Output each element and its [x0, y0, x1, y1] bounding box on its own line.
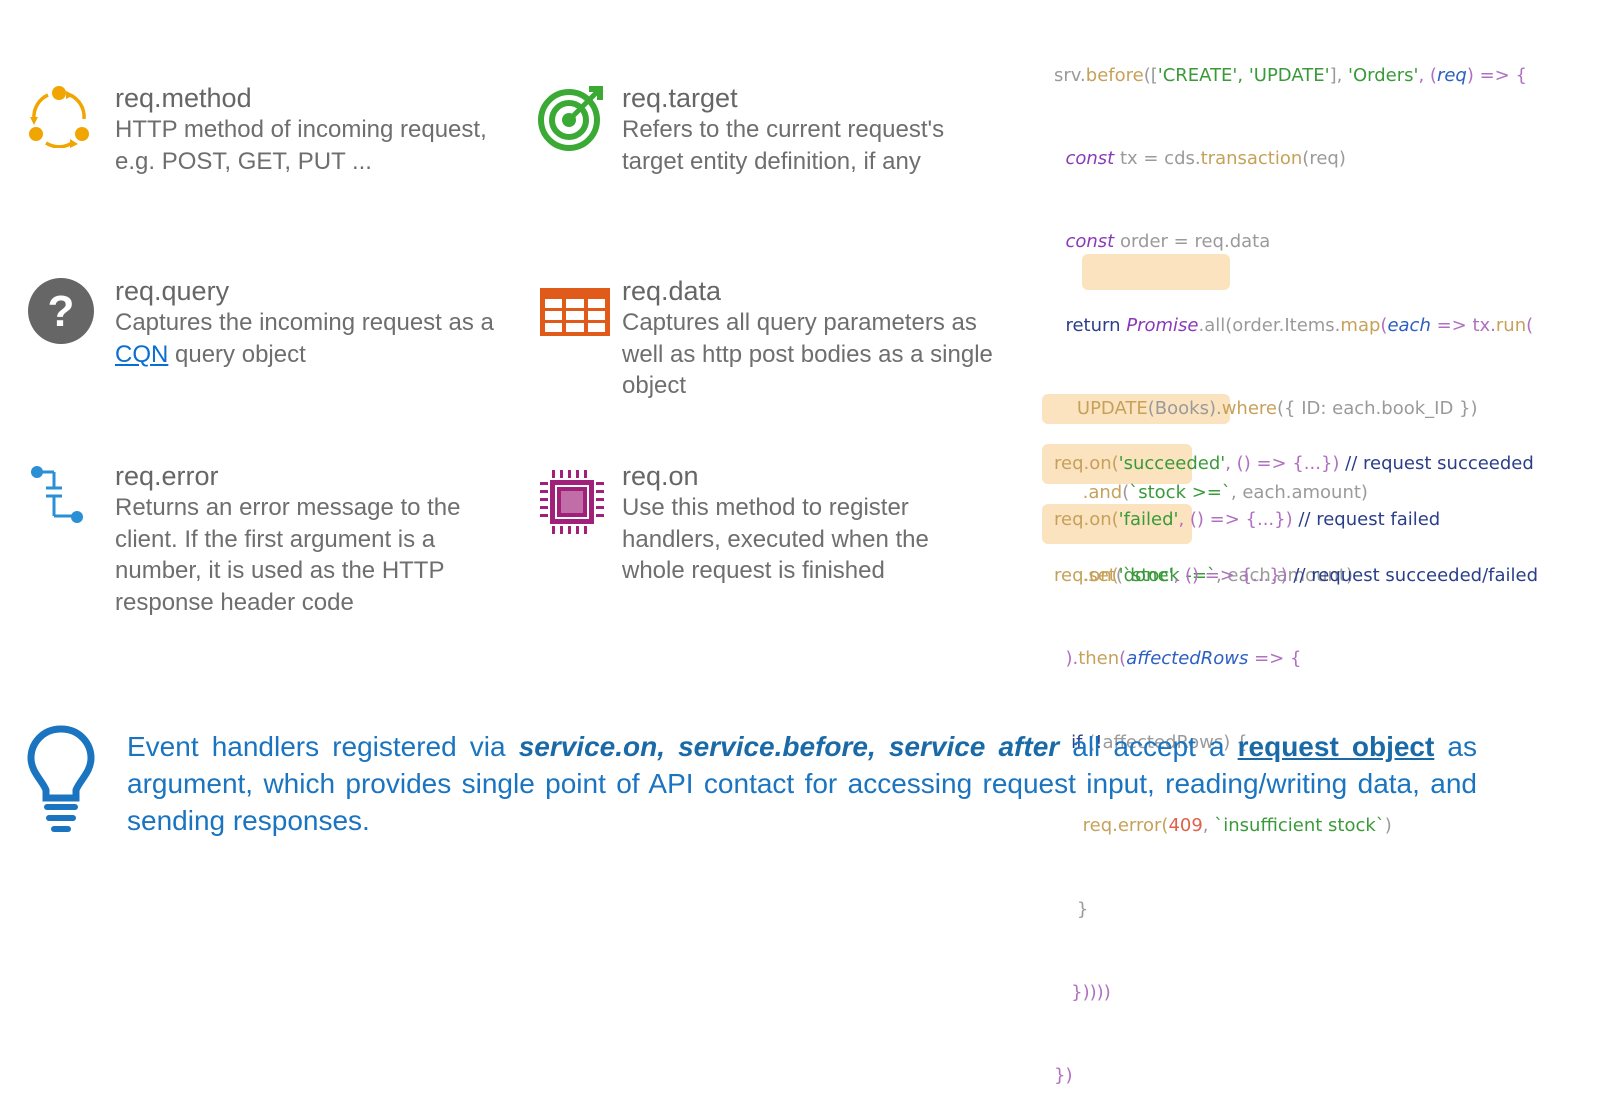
highlight-req-on-succeeded — [1042, 394, 1230, 424]
item-req-method: req.method HTTP method of incoming reque… — [115, 82, 515, 177]
item-req-data: req.data Captures all query parameters a… — [622, 275, 1017, 402]
cycle-arrows-icon — [28, 86, 90, 153]
code-line: if (!affectedRows) { — [1071, 731, 1248, 753]
item-desc: Captures the incoming request as a CQN q… — [115, 307, 515, 370]
code-line: ).then(affectedRows => { — [1065, 648, 1302, 670]
step-connector-icon — [30, 464, 86, 531]
code-line: return Promise.all(order.Items.map(each … — [1065, 314, 1534, 336]
note-emphasis: service.on, service.before, service afte… — [518, 731, 1060, 762]
summary-note: Event handlers registered via service.on… — [127, 728, 1477, 839]
lightbulb-icon — [26, 724, 96, 839]
code-req-on-succeeded: req.on('succeeded', () => {...}) // requ… — [1054, 394, 1594, 505]
question-icon: ? — [28, 278, 94, 349]
highlight-req-on-done — [1042, 504, 1192, 544]
code-line: req.error(409, `insufficient stock`) — [1082, 815, 1392, 837]
item-title: req.query — [115, 276, 230, 306]
item-req-error: req.error Returns an error message to th… — [115, 460, 510, 618]
highlight-req-on-failed — [1042, 444, 1192, 484]
code-line: req.on('failed', () => {...}) // request… — [1054, 508, 1441, 530]
item-desc: HTTP method of incoming request, e.g. PO… — [115, 116, 487, 175]
cqn-link[interactable]: CQN — [115, 340, 169, 368]
request-object-link[interactable]: request object — [1237, 731, 1435, 762]
item-desc: Captures all query parameters as well as… — [622, 309, 993, 399]
code-line: const tx = cds.transaction(req) — [1065, 147, 1346, 169]
code-line: } — [1076, 898, 1089, 920]
note-text: Event handlers registered via — [127, 731, 519, 762]
chip-icon — [538, 468, 606, 541]
code-line: })))) — [1071, 981, 1111, 1003]
item-desc: Use this method to register handlers, ex… — [622, 494, 929, 584]
item-req-target: req.target Refers to the current request… — [622, 82, 1002, 177]
item-title: req.error — [115, 461, 219, 491]
code-req-on-failed: req.on('failed', () => {...}) // request… — [1054, 450, 1594, 561]
highlight-req-error — [1082, 254, 1230, 290]
item-title: req.data — [622, 276, 722, 306]
note-text: as argument, which provides single point… — [127, 731, 1477, 836]
note-text: all accept a — [1059, 731, 1238, 762]
target-icon — [537, 82, 607, 157]
item-desc-part: Captures the incoming request as a — [115, 309, 494, 336]
code-req-on-done: req.on('done', () => {...}) // request s… — [1054, 506, 1594, 617]
code-line: }) — [1054, 1065, 1073, 1087]
code-line: .set(`stock -=`, each.amount) — [1082, 564, 1354, 586]
code-line: .and(`stock >=`, each.amount) — [1082, 481, 1368, 503]
code-line: srv.before(['CREATE', 'UPDATE'], 'Orders… — [1054, 64, 1527, 86]
code-line: req.on('done', () => {...}) // request s… — [1054, 564, 1539, 586]
item-title: req.on — [622, 461, 699, 491]
item-title: req.target — [622, 83, 738, 113]
code-line: const order = req.data — [1065, 231, 1271, 253]
table-icon — [540, 288, 610, 341]
item-desc: Returns an error message to the client. … — [115, 494, 461, 616]
item-desc-part: query object — [168, 340, 306, 368]
item-title: req.method — [115, 83, 252, 113]
svg-text:?: ? — [48, 287, 75, 336]
item-req-on: req.on Use this method to register handl… — [622, 460, 982, 587]
item-req-query: req.query Captures the incoming request … — [115, 275, 515, 370]
item-desc: Refers to the current request's target e… — [622, 116, 945, 175]
code-line: req.on('succeeded', () => {...}) // requ… — [1054, 452, 1534, 474]
code-line: UPDATE(Books).where({ ID: each.book_ID }… — [1076, 398, 1478, 420]
code-snippet: srv.before(['CREATE', 'UPDATE'], 'Orders… — [1054, 6, 1594, 1118]
